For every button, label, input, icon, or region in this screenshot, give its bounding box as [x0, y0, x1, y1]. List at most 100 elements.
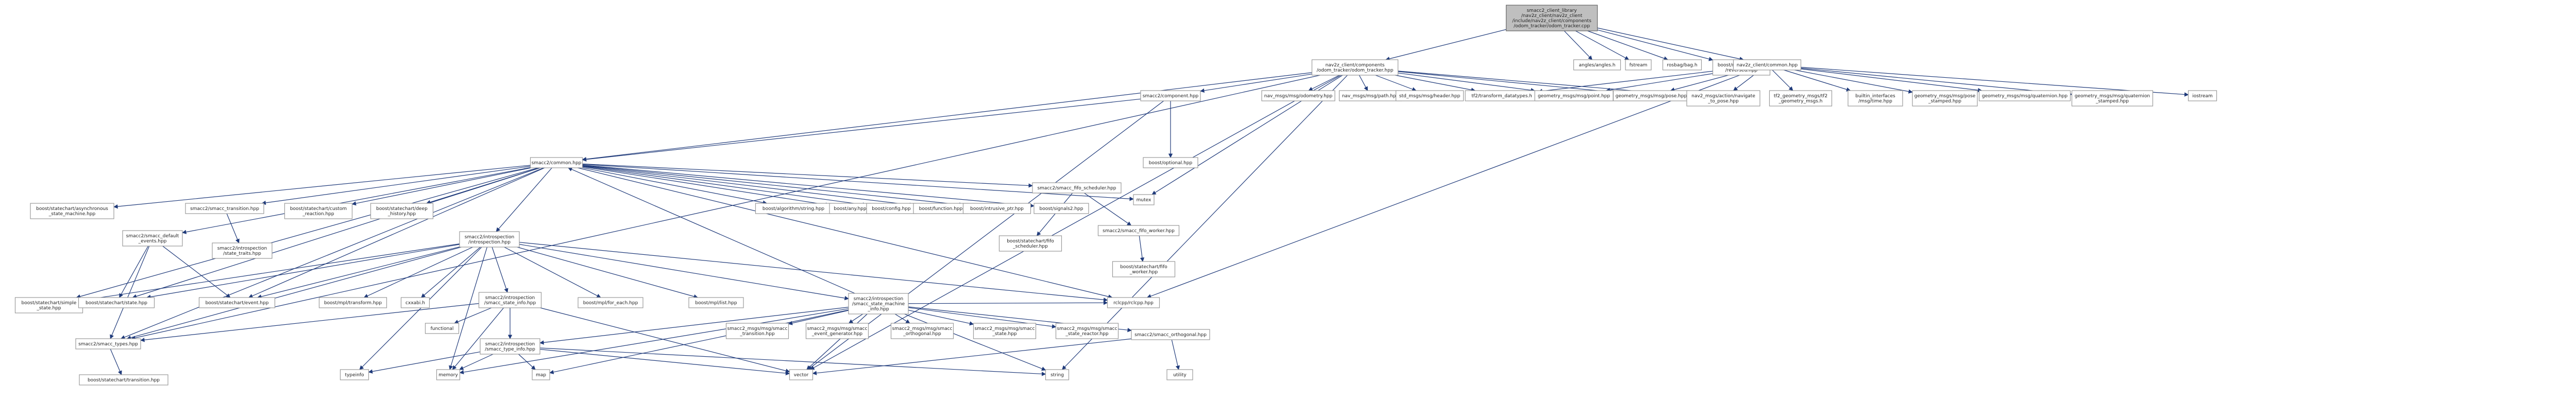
node-box — [1107, 297, 1160, 308]
node-quaternion[interactable]: geometry_msgs/msg/quaternion.hpp — [1978, 90, 2071, 101]
node-label-line: smacc2_msgs/msg/smacc — [1057, 326, 1117, 331]
edge-line — [539, 347, 1046, 376]
node-intrusive-ptr[interactable]: boost/intrusive_ptr.hpp — [962, 203, 1031, 214]
node-state-traits[interactable]: smacc2/introspection/state_traits.hpp — [212, 242, 273, 259]
node-smacc2-types[interactable]: smacc2/smacc_types.hpp — [75, 338, 141, 349]
node-ot-hpp[interactable]: nav2z_client/components/odom_tracker/odo… — [1311, 59, 1399, 76]
node-odometry[interactable]: nav_msgs/msg/odometry.hpp — [1261, 90, 1335, 101]
edge — [496, 167, 552, 232]
edge — [1772, 69, 1793, 91]
node-boost-any[interactable]: boost/any.hpp — [829, 203, 871, 214]
node-sc-event[interactable]: boost/statechart/event.hpp — [198, 297, 276, 308]
node-label-line: nav_msgs/msg/path.hpp — [1342, 94, 1399, 99]
edge-line — [492, 247, 509, 293]
edge-line — [496, 167, 552, 232]
node-msg-transition[interactable]: smacc2_msgs/msg/smacc_transition.hpp — [725, 323, 789, 339]
edge — [257, 246, 460, 299]
node-deep-history[interactable]: boost/statechart/deep_history.hpp — [370, 203, 434, 219]
node-custom-reaction[interactable]: boost/statechart/custom_reaction.hpp — [284, 203, 353, 219]
node-quaternion-stamped[interactable]: geometry_msgs/msg/quaternion_stamped.hpp — [2071, 90, 2154, 107]
node-introspection[interactable]: smacc2/introspection/introspection.hpp — [459, 231, 520, 248]
edge-line — [582, 163, 1033, 188]
edge-line — [1398, 71, 1614, 94]
node-iostream[interactable]: iostream — [2188, 90, 2217, 101]
node-typeinfo[interactable]: typeinfo — [340, 369, 369, 380]
edge-line — [1385, 29, 1506, 61]
node-angles[interactable]: angles/angles.h — [1573, 59, 1621, 71]
node-simple-state[interactable]: boost/statechart/simple_state.hpp — [14, 297, 83, 313]
node-memory[interactable]: memory — [436, 369, 461, 380]
node-msg-orthogonal[interactable]: smacc2_msgs/msg/smacc_orthogonal.hpp — [890, 323, 954, 339]
node-string[interactable]: string — [1045, 369, 1070, 380]
node-label-line: std_msgs/msg/header.hpp — [1399, 94, 1461, 99]
node-type-info[interactable]: smacc2/introspection/smacc_type_info.hpp — [480, 338, 540, 355]
node-msg-state[interactable]: smacc2_msgs/msg/smacc_state.hpp — [973, 323, 1037, 339]
node-label-line: /nav2z_client/nav2z_client — [1521, 13, 1583, 19]
node-tf2-geometry[interactable]: tf2_geometry_msgs/tf2_geometry_msgs.h — [1769, 90, 1833, 107]
node-label-line: smacc2/common.hpp — [532, 161, 582, 166]
node-smacc2-state-info[interactable]: smacc2/introspection/smacc_state_info.hp… — [478, 292, 542, 308]
node-boost-function[interactable]: boost/function.hpp — [913, 203, 969, 214]
node-mutex[interactable]: mutex — [1133, 194, 1155, 205]
edge-line — [1146, 69, 1754, 299]
node-label-line: geometry_msgs/msg/pose.hpp — [1616, 94, 1687, 99]
node-label-line: smacc2/introspection — [465, 235, 515, 240]
node-msg-event-generator[interactable]: smacc2_msgs/msg/smacc_event_generator.hp… — [805, 323, 869, 339]
node-mpl-for-each[interactable]: boost/mpl/for_each.hpp — [578, 297, 643, 308]
node-boost-signals2[interactable]: boost/signals2.hpp — [1033, 203, 1089, 214]
node-rosbag[interactable]: rosbag/bag.h — [1662, 59, 1702, 71]
node-smacc2-transition[interactable]: smacc2/smacc_transition.hpp — [185, 203, 264, 214]
node-boost-config[interactable]: boost/config.hpp — [866, 203, 917, 214]
edge-line — [806, 313, 868, 370]
node-async-state-machine[interactable]: boost/statechart/asynchronous_state_mach… — [30, 203, 114, 219]
node-msg-state-reactor[interactable]: smacc2_msgs/msg/smacc_state_reactor.hpp — [1055, 323, 1119, 339]
node-builtin-time[interactable]: builtin_interfaces/msg/time.hpp — [1848, 90, 1903, 107]
node-smacc2-component[interactable]: smacc2/component.hpp — [1140, 90, 1201, 101]
node-utility[interactable]: utility — [1166, 369, 1193, 380]
edge-line — [1784, 69, 1851, 92]
node-label-line: smacc2/introspection — [217, 246, 267, 251]
node-label-line: /smacc_type_info.hpp — [485, 347, 535, 352]
node-pose[interactable]: geometry_msgs/msg/pose.hpp — [1613, 90, 1690, 101]
edge — [582, 166, 867, 207]
node-sc-state[interactable]: boost/statechart/state.hpp — [78, 297, 155, 308]
node-smacc2-fifo-worker[interactable]: smacc2/smacc_fifo_worker.hpp — [1097, 225, 1180, 236]
node-point[interactable]: geometry_msgs/msg/point.hpp — [1534, 90, 1614, 101]
edge — [810, 75, 1342, 370]
node-sc-transition[interactable]: boost/statechart/transition.hpp — [79, 374, 168, 386]
edge-line — [351, 167, 531, 206]
node-tf2-datatypes[interactable]: tf2/transform_datatypes.h — [1465, 90, 1539, 101]
node-boost-optional[interactable]: boost/optional.hpp — [1143, 157, 1198, 168]
node-algorithm-string[interactable]: boost/algorithm/string.hpp — [755, 203, 832, 214]
edge-line — [120, 167, 544, 340]
node-map[interactable]: map — [532, 369, 550, 380]
node-functional[interactable]: functional — [425, 323, 460, 334]
node-smacc2-orthogonal[interactable]: smacc2/smacc_orthogonal.hpp — [1131, 329, 1210, 340]
node-sm-info[interactable]: smacc2/introspection/smacc_state_machine… — [848, 293, 909, 314]
edge — [146, 244, 460, 299]
node-path[interactable]: nav_msgs/msg/path.hpp — [1338, 90, 1402, 101]
node-label-line: rclcpp/rclcpp.hpp — [1113, 301, 1154, 306]
node-default-events[interactable]: smacc2/smacc_default_events.hpp — [122, 230, 183, 247]
node-box — [436, 369, 461, 380]
node-sc-fifo-scheduler[interactable]: boost/statechart/fifo_scheduler.hpp — [998, 235, 1062, 252]
node-rclcpp[interactable]: rclcpp/rclcpp.hpp — [1107, 297, 1160, 308]
node-pose-stamped[interactable]: geometry_msgs/msg/pose_stamped.hpp — [1912, 90, 1978, 107]
edge-line — [582, 164, 1035, 208]
edge — [421, 247, 481, 298]
node-header[interactable]: std_msgs/msg/header.hpp — [1395, 90, 1464, 101]
node-sc-fifo-worker[interactable]: boost/statechart/fifo_worker.hpp — [1112, 261, 1176, 277]
node-label-line: _history.hpp — [387, 212, 416, 217]
edge — [261, 166, 531, 205]
node-cxxabi[interactable]: cxxabi.h — [400, 297, 430, 308]
node-fifo-scheduler[interactable]: smacc2/smacc_fifo_scheduler.hpp — [1032, 182, 1122, 194]
node-smacc2-common[interactable]: smacc2/common.hpp — [530, 157, 583, 168]
node-label-line: _geometry_msgs.h — [1778, 99, 1822, 104]
node-fstream[interactable]: fstream — [1625, 59, 1652, 71]
node-navigate-to-pose[interactable]: nav2_msgs/action/navigate_to_pose.hpp — [1686, 90, 1760, 107]
node-mpl-list[interactable]: boost/mpl/list.hpp — [688, 297, 744, 308]
node-nav2z-common[interactable]: nav2z_client/common.hpp — [1733, 59, 1802, 71]
node-vector[interactable]: vector — [789, 369, 814, 380]
node-mpl-transform[interactable]: boost/mpl/transform.hpp — [318, 297, 387, 308]
node-label-line: /msg/time.hpp — [1858, 99, 1892, 104]
